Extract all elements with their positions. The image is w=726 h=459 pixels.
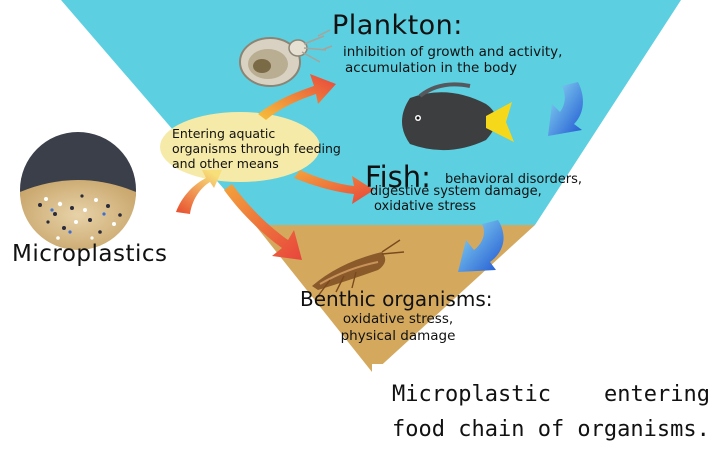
entry-text-line: and other means [172, 156, 341, 171]
benthic-title: Benthic organisms: [300, 287, 492, 311]
benthic-effects: oxidative stress, physical damage [318, 311, 478, 345]
entry-text-line: Entering aquatic [172, 126, 341, 141]
entry-text-line: organisms through feeding [172, 141, 341, 156]
fish-effects: digestive system damage, oxidative stres… [370, 184, 542, 214]
microplastic-pile-icon [20, 132, 136, 250]
plankton-effect-line: accumulation in the body [343, 60, 562, 76]
benthic-effect-line: oxidative stress, [318, 311, 478, 328]
plankton-effect-line: inhibition of growth and activity, [343, 44, 562, 60]
benthic-effect-line: physical damage [318, 328, 478, 345]
fish-effect-line: oxidative stress [370, 199, 542, 214]
entry-text: Entering aquatic organisms through feedi… [172, 126, 341, 171]
plankton-title: Plankton: [332, 10, 463, 41]
fish-effect-line: digestive system damage, [370, 184, 542, 199]
figure-caption: Microplastic entering food chain of orga… [392, 377, 710, 447]
plankton-effects: inhibition of growth and activity, accum… [343, 44, 562, 76]
microplastics-label: Microplastics [12, 241, 168, 267]
